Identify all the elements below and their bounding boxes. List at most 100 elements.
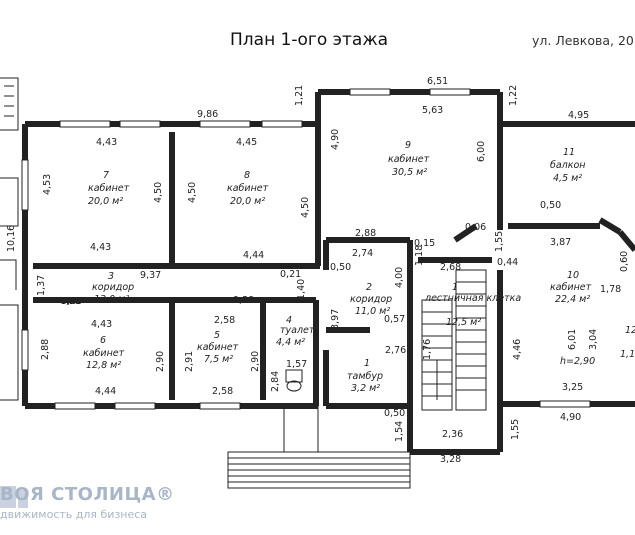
dimension-label: 0,15 (414, 238, 435, 249)
room-3-number: 3 (108, 271, 114, 282)
room-8-number: 8 (244, 170, 250, 181)
dimension-label: 4,50 (153, 182, 164, 203)
brand-tagline: движимость для бизнеса (0, 508, 148, 521)
dimension-label: 3,97 (330, 309, 341, 330)
dimension-label: 1,21 (294, 85, 305, 106)
dimension-label: 2,88 (355, 228, 376, 239)
room-12-area: 1,1 (620, 349, 635, 360)
room-7-number: 7 (103, 170, 109, 181)
dimension-label: 9,38 (233, 295, 254, 306)
dimension-label: 1,40 (296, 279, 307, 300)
dimension-label: 1,54 (394, 421, 405, 442)
room-2-area: 11,0 м² (355, 306, 390, 317)
dimension-label: 4,53 (42, 174, 53, 195)
dimension-label: 0,50 (384, 408, 405, 419)
plan-address: ул. Левкова, 20 (532, 33, 634, 48)
dimension-label: 2,90 (155, 351, 166, 372)
room-3-area: 13,0 м² (94, 294, 129, 305)
dimension-label: 3,28 (440, 454, 461, 465)
dimension-label: 6,51 (427, 76, 448, 87)
room-9-name: кабинет (388, 154, 430, 165)
dimension-label: 1,22 (508, 85, 519, 106)
room-9-number: 9 (405, 140, 411, 151)
dimension-label: 3,04 (588, 329, 599, 350)
dimension-label: 1,76 (422, 339, 433, 360)
dimension-label: 2,84 (270, 371, 281, 392)
dimension-label: 2,76 (385, 345, 406, 356)
dimension-label: 4,43 (90, 242, 111, 253)
dimension-label: 1,57 (286, 359, 307, 370)
dimension-label: 2,68 (440, 262, 461, 273)
room-10-area: 22,4 м² (555, 294, 590, 305)
room-8-area: 20,0 м² (230, 196, 265, 207)
room-2-number: 2 (366, 282, 372, 293)
dimension-label: 6,01 (567, 329, 578, 350)
dimension-label: 2,74 (352, 248, 373, 259)
room-1-vestibule-area: 3,2 м² (351, 383, 380, 394)
windows (21, 88, 591, 410)
brand-registered-mark: ® (156, 484, 175, 505)
room-1-stair-name: лестничная клетка (424, 293, 521, 304)
room-11-number: 11 (563, 147, 575, 158)
dimension-label: 2,88 (40, 339, 51, 360)
entrance-steps (227, 406, 411, 489)
room-labels: 7 кабинет 20,0 м² 8 кабинет 20,0 м² 9 ка… (83, 140, 635, 394)
dimension-label: 2,58 (212, 386, 233, 397)
room-4-name: туалет (280, 325, 315, 336)
dimension-label: 5,63 (422, 105, 443, 116)
room-7-area: 20,0 м² (88, 196, 123, 207)
room-1-vestibule-number: 1 (364, 358, 370, 369)
dimension-label: 4,50 (300, 197, 311, 218)
room-1-stair-area: 12,5 м² (446, 317, 481, 328)
room-10-height: h=2,90 (560, 356, 595, 367)
plan-title: План 1-ого этажа (230, 30, 389, 50)
dimension-label: 9,86 (197, 109, 218, 120)
room-10-name: кабинет (550, 282, 592, 293)
brand-name: ВОЯ СТОЛИЦА® (0, 484, 175, 505)
room-11-name: балкон (550, 160, 586, 171)
dimension-label: 3,25 (562, 382, 583, 393)
room-9-area: 30,5 м² (392, 167, 427, 178)
dimension-label: 1,18 (414, 245, 425, 266)
room-6-area: 12,8 м² (86, 360, 121, 371)
dimension-label: 1,78 (600, 284, 621, 295)
room-8-name: кабинет (227, 183, 269, 194)
dimension-label: 0,23 (60, 296, 81, 307)
room-1-stair-number: 1 (452, 282, 458, 293)
room-1-vestibule-name: тамбур (347, 371, 383, 382)
dimension-label: 4,44 (95, 386, 116, 397)
room-5-name: кабинет (197, 342, 239, 353)
room-4-area: 4,4 м² (276, 337, 305, 348)
dimension-label: 4,46 (512, 339, 523, 360)
dimension-labels: 6,51 5,63 1,21 1,22 9,86 4,95 4,43 4,45 … (6, 76, 630, 465)
room-6-number: 6 (100, 335, 106, 346)
dimension-label: 2,58 (214, 315, 235, 326)
dimension-label: 0,50 (330, 262, 351, 273)
dimension-label: 4,50 (187, 182, 198, 203)
dimension-label: 0,44 (497, 257, 518, 268)
dimension-label: 4,00 (394, 267, 405, 288)
dimension-label: 1,37 (36, 275, 47, 296)
dimension-label: 4,45 (236, 137, 257, 148)
dimension-label: 4,43 (96, 137, 117, 148)
dimension-label: 4,95 (568, 110, 589, 121)
dimension-label: 9,37 (140, 270, 161, 281)
dimension-label: 4,90 (330, 129, 341, 150)
room-7-name: кабинет (88, 183, 130, 194)
room-5-area: 7,5 м² (204, 354, 233, 365)
dimension-label: 2,91 (184, 351, 195, 372)
room-5-number: 5 (214, 330, 220, 341)
dimension-label: 0,50 (540, 200, 561, 211)
stair-treads (421, 269, 487, 411)
room-11-area: 4,5 м² (553, 173, 582, 184)
dimension-label: 0,21 (280, 269, 301, 280)
dimension-label: 0,60 (619, 251, 630, 272)
room-4-number: 4 (286, 315, 292, 326)
dimension-label: 4,90 (560, 412, 581, 423)
dimension-label: 0,57 (384, 314, 405, 325)
dimension-label: 3,87 (550, 237, 571, 248)
dimension-label: 6,00 (476, 141, 487, 162)
room-3-name: коридор (92, 282, 134, 293)
